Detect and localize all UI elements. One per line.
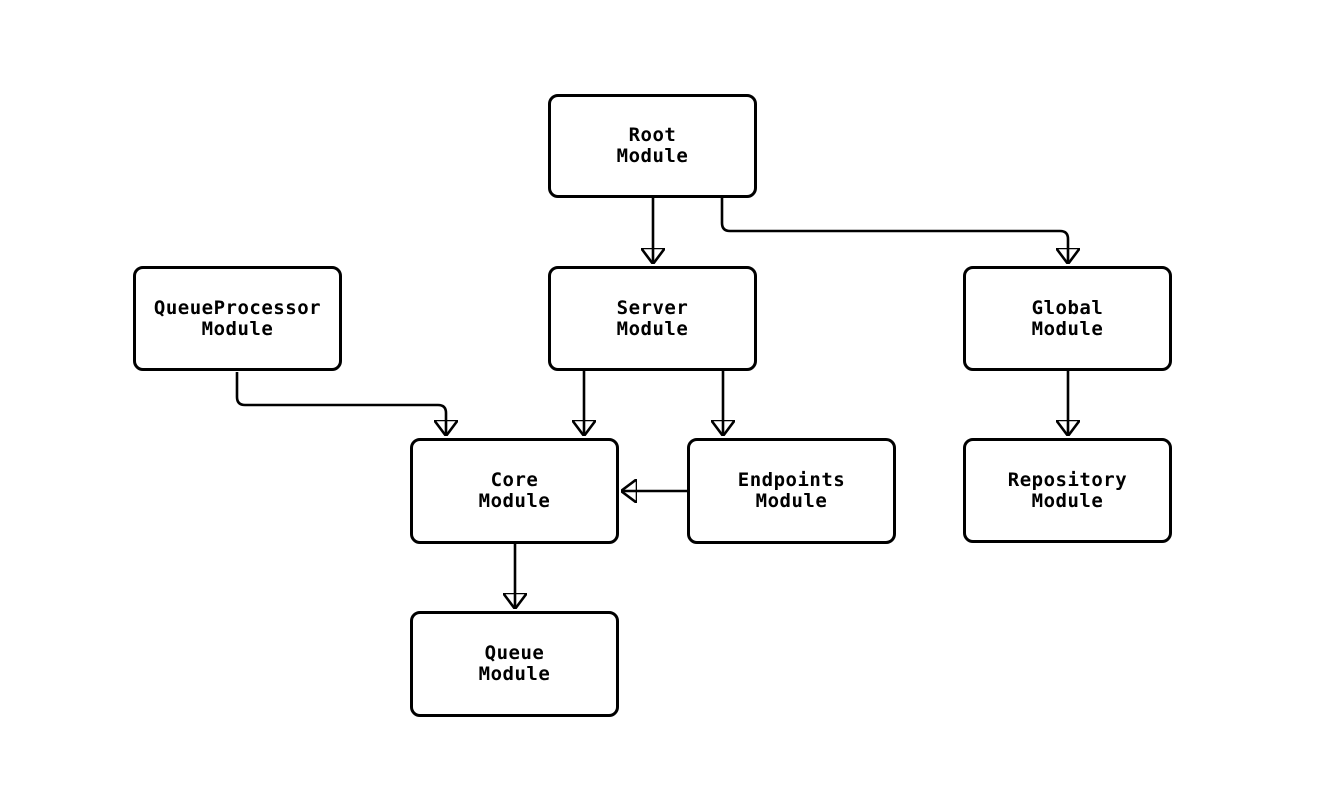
node-queueprocessor-module: QueueProcessor Module [133,266,342,371]
node-global-module-label: Global Module [1031,296,1104,340]
node-core-module: Core Module [410,438,619,544]
node-core-module-label: Core Module [478,469,551,512]
node-global-module: Global Module [963,266,1172,371]
node-root-module: Root Module [548,94,757,198]
node-queueprocessor-module-label: QueueProcessor Module [153,296,322,340]
node-queue-module-label: Queue Module [478,642,551,685]
node-repository-module-label: Repository Module [1007,468,1128,512]
node-endpoints-module-label: Endpoints Module [737,469,846,512]
node-endpoints-module: Endpoints Module [687,438,896,544]
edge-queueprocessor-to-core [235,372,446,435]
node-server-module: Server Module [548,266,757,371]
node-repository-module: Repository Module [963,438,1172,543]
node-server-module-label: Server Module [616,296,689,340]
edge-root-to-global [720,198,1068,263]
node-root-module-label: Root Module [616,124,689,167]
node-queue-module: Queue Module [410,611,619,717]
